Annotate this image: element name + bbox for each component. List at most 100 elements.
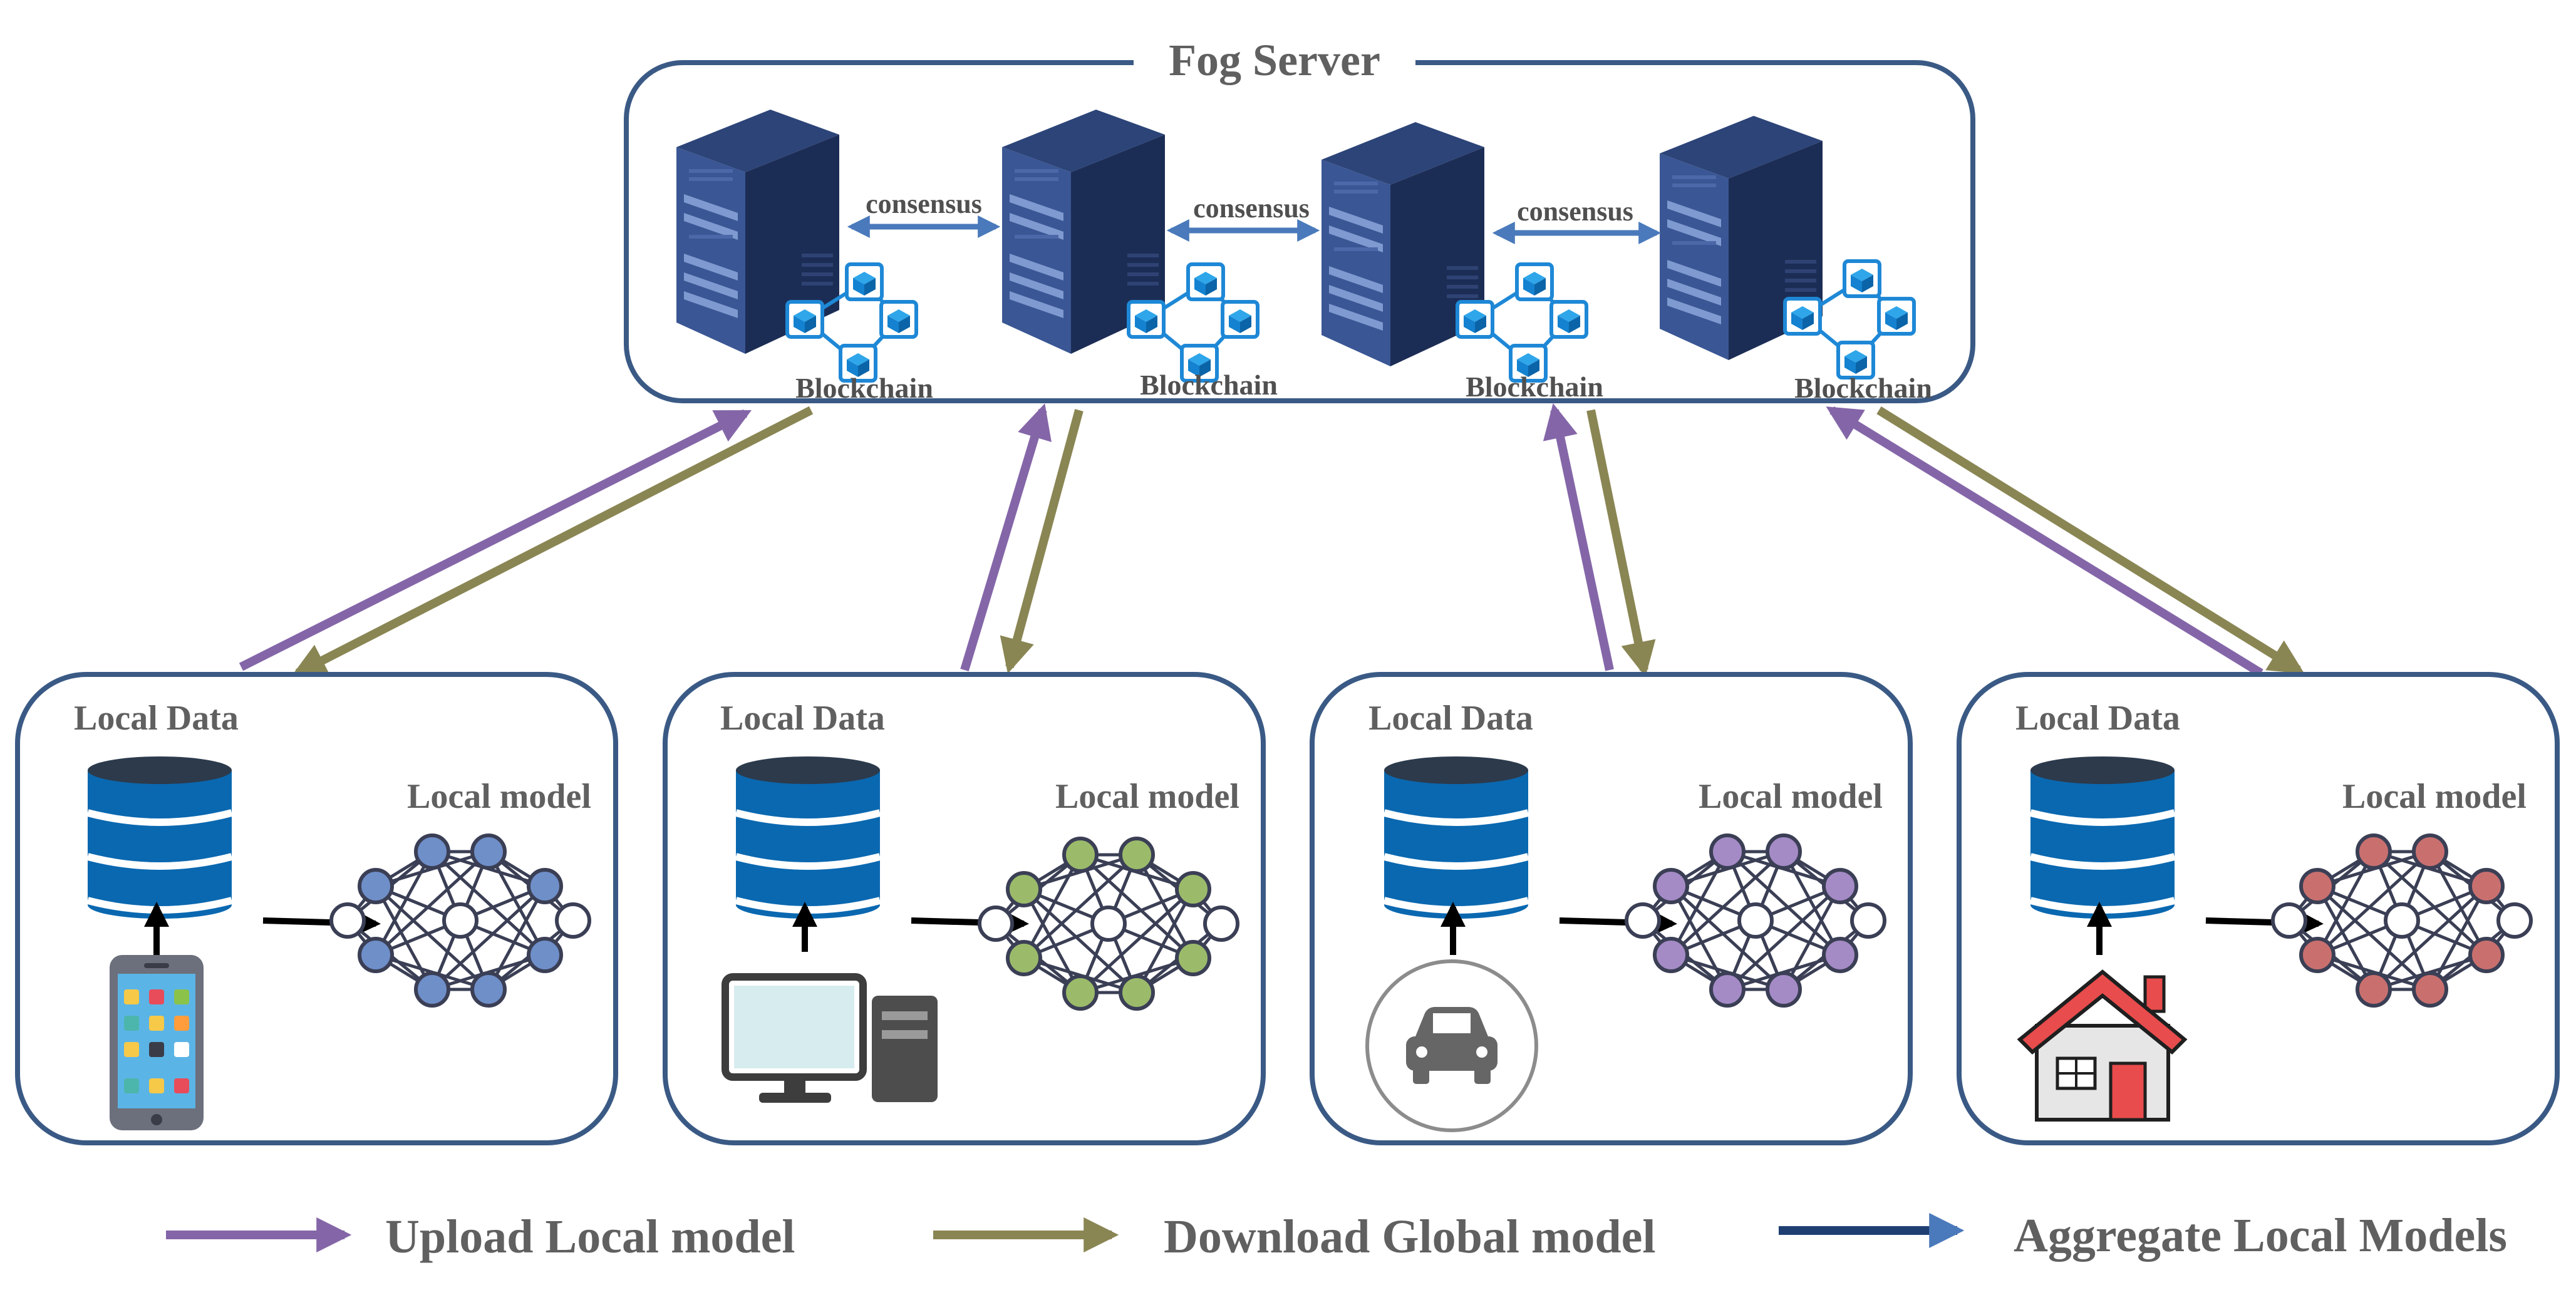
nn-node	[1653, 937, 1689, 973]
client-box-4: Local Data Local model	[1957, 672, 2560, 1145]
local-data-label: Local Data	[2015, 699, 2180, 738]
database-icon	[1384, 756, 1528, 919]
smartphone-icon	[110, 955, 204, 1130]
local-model-label: Local model	[1055, 777, 1239, 816]
nn-edge	[375, 885, 490, 991]
client-box-2: Local Data Local model	[663, 672, 1266, 1145]
legend-download-label: Download Global model	[1164, 1210, 1655, 1263]
download-arrow	[1586, 409, 1656, 677]
neural-network-icon	[978, 837, 1239, 1011]
client-box-1: Local Data Local model	[15, 672, 618, 1145]
nn-edge	[431, 850, 546, 956]
nn-node	[1766, 833, 1802, 870]
nn-node	[2299, 868, 2335, 904]
nn-node	[442, 902, 478, 939]
database-icon	[88, 756, 232, 919]
upload-arrow	[960, 403, 1052, 672]
nn-node	[1709, 833, 1746, 870]
database-icon	[736, 756, 880, 919]
local-model-label: Local model	[407, 777, 591, 816]
nn-edge	[1670, 885, 1785, 991]
nn-edge	[2316, 850, 2431, 956]
blockchain-label: Blockchain	[1466, 371, 1603, 403]
nn-node	[527, 937, 563, 973]
nn-node	[527, 868, 563, 904]
nn-edge	[1670, 850, 1785, 956]
nn-edge	[1669, 850, 1729, 956]
legend-upload-label: Upload Local model	[385, 1210, 795, 1263]
nn-node	[555, 902, 591, 939]
nn-node	[1653, 868, 1689, 904]
nn-node	[2468, 937, 2505, 973]
local-model-label: Local model	[2342, 777, 2527, 816]
nn-edge	[431, 885, 546, 991]
nn-node	[1175, 940, 1211, 976]
client-box-3: Local Data Local model	[1310, 672, 1913, 1145]
house-icon	[2017, 969, 2188, 1122]
nn-edge	[1079, 854, 1194, 959]
upload-arrow	[239, 409, 752, 671]
nn-edge	[1135, 854, 1195, 959]
nn-edge	[487, 850, 547, 956]
nn-edge	[375, 850, 490, 956]
desktop-computer-icon	[722, 973, 938, 1103]
nn-node	[2412, 971, 2448, 1008]
legend: Upload Local model Download Global model…	[166, 1209, 2507, 1263]
blockchain-label: Blockchain	[1794, 372, 1932, 404]
consensus-label: consensus	[866, 188, 982, 219]
nn-node	[1822, 868, 1858, 904]
nn-node	[1090, 906, 1127, 942]
nn-node	[2299, 937, 2335, 973]
nn-node	[978, 906, 1014, 942]
nn-node	[2384, 902, 2420, 939]
nn-node	[1766, 971, 1802, 1008]
neural-network-icon	[329, 833, 591, 1008]
nn-node	[1006, 940, 1042, 976]
nn-node	[1737, 902, 1774, 939]
nn-node	[1850, 902, 1886, 939]
nn-node	[1203, 906, 1239, 942]
nn-node	[414, 971, 450, 1008]
nn-node	[470, 833, 507, 870]
nn-edge	[374, 885, 434, 991]
nn-edge	[1022, 854, 1082, 959]
nn-node	[358, 868, 394, 904]
download-arrow	[291, 406, 814, 678]
nn-node	[1175, 871, 1211, 907]
nn-edge	[2316, 885, 2431, 991]
nn-edge	[374, 850, 434, 956]
local-data-label: Local Data	[1368, 699, 1533, 738]
nn-edge	[2372, 850, 2488, 956]
nn-edge	[1023, 888, 1138, 994]
nn-edge	[1726, 885, 1841, 991]
nn-edge	[2315, 850, 2376, 956]
nn-node	[329, 902, 366, 939]
nn-node	[2356, 971, 2392, 1008]
database-icon	[2030, 756, 2175, 919]
nn-node	[2412, 833, 2448, 870]
nn-node	[2356, 833, 2392, 870]
nn-node	[2496, 902, 2533, 939]
nn-edge	[487, 885, 547, 991]
nn-edge	[1726, 850, 1841, 956]
nn-edge	[1023, 854, 1138, 959]
local-model-label: Local model	[1699, 777, 1883, 816]
local-data-label: Local Data	[74, 699, 239, 738]
consensus-label: consensus	[1517, 196, 1633, 227]
nn-edge	[1782, 885, 1842, 991]
nn-node	[1062, 974, 1099, 1011]
nn-node	[358, 937, 394, 973]
download-arrow	[1000, 409, 1084, 674]
car-icon	[1365, 959, 1538, 1132]
nn-node	[470, 971, 507, 1008]
nn-edge	[2315, 885, 2376, 991]
nn-node	[1625, 902, 1661, 939]
nn-edge	[2428, 850, 2488, 956]
nn-edge	[1135, 888, 1195, 994]
nn-edge	[1079, 888, 1194, 994]
nn-node	[1006, 871, 1042, 907]
download-arrow	[1876, 406, 2305, 674]
neural-network-icon	[1625, 833, 1886, 1008]
nn-edge	[1022, 888, 1082, 994]
